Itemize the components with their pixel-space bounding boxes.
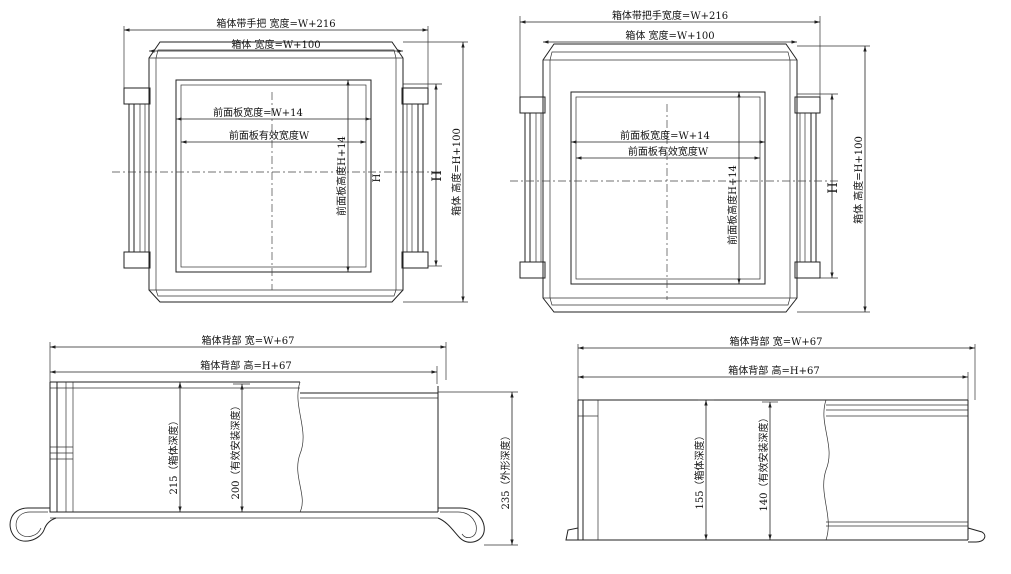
cabinet-outline xyxy=(542,43,798,313)
left-handle-profile xyxy=(9,507,57,542)
label-box-height: 箱体 高度=H+100 xyxy=(852,136,865,224)
label-front-panel-width: 前面板宽度=W+14 xyxy=(213,106,303,119)
label-width-with-handles: 箱体带把手宽度=W+216 xyxy=(612,9,728,22)
label-box-depth: 155（箱体深度） xyxy=(693,430,706,509)
label-effective-height: H xyxy=(372,173,383,182)
right-handle xyxy=(401,87,429,269)
handle-profile xyxy=(565,527,986,543)
front-panel-outline xyxy=(175,79,372,273)
label-box-width: 箱体 宽度=W+100 xyxy=(625,29,714,42)
view-top-right: 箱体带把手宽度=W+216 箱体 宽度=W+100 前面板宽度=W+14 前面板… xyxy=(510,9,870,313)
label-width-with-handles: 箱体带手把 宽度=W+216 xyxy=(216,17,335,30)
label-effective-height-H: H xyxy=(430,170,445,181)
right-handle xyxy=(794,96,821,279)
view-top-left: 箱体带手把 宽度=W+216 箱体 宽度=W+100 前面板宽度=W+14 前面… xyxy=(112,17,468,303)
right-handle-profile xyxy=(437,507,485,543)
left-handle xyxy=(123,87,151,269)
label-front-panel-effective-width: 前面板有效宽度W xyxy=(628,145,709,158)
label-front-panel-height: 前面板高度H+14 xyxy=(726,165,739,245)
label-front-panel-width: 前面板宽度=W+14 xyxy=(620,129,710,142)
front-panel-inner xyxy=(575,96,761,280)
view-bottom-right: 箱体背部 宽=W+67 箱体背部 高=H+67 155（箱体深度） xyxy=(565,335,986,543)
label-effective-height: H xyxy=(826,182,841,193)
label-box-height: 箱体 高度=H+100 xyxy=(450,128,463,216)
front-panel-outline xyxy=(570,91,766,285)
label-effective-depth: 140（有效安装深度） xyxy=(757,412,770,511)
label-front-panel-effective-width: 前面板有效宽度W xyxy=(229,129,310,142)
cabinet-side-body xyxy=(49,381,439,519)
cabinet-side-body xyxy=(577,399,969,541)
label-back-height: 箱体背部 高=H+67 xyxy=(728,364,819,377)
label-back-width: 箱体背部 宽=W+67 xyxy=(730,335,823,348)
label-box-width: 箱体 宽度=W+100 xyxy=(231,38,320,51)
label-box-depth: 215（箱体深度） xyxy=(167,415,180,494)
label-back-height: 箱体背部 高=H+67 xyxy=(200,359,291,372)
left-handle xyxy=(519,96,546,279)
label-back-width: 箱体背部 宽=W+67 xyxy=(202,334,295,347)
front-panel-inner xyxy=(180,84,367,268)
view-bottom-left: 箱体背部 宽=W+67 箱体背部 高=H+67 xyxy=(9,334,518,546)
label-effective-depth: 200（有效安装深度） xyxy=(229,400,242,499)
label-front-panel-height: 前面板高度H+14 xyxy=(335,136,348,216)
label-outer-depth: 235（外形深度） xyxy=(499,430,512,509)
